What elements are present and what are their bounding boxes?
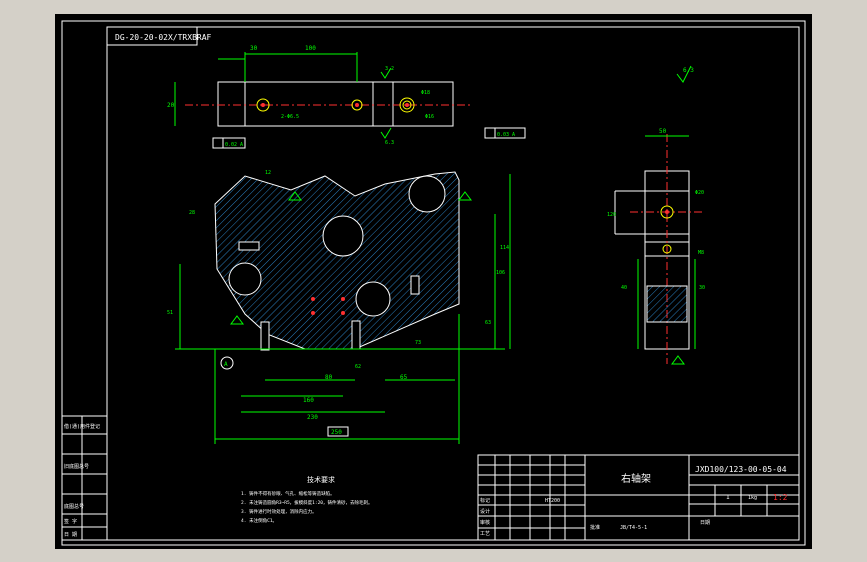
left-strip: 借(通)用件登记 旧底图总号 底图总号 签 字 日 期	[61, 415, 108, 541]
front-d3: 160	[303, 397, 314, 404]
strip-2: 旧底图总号	[64, 463, 89, 470]
note-1: 1. 铸件不得有砂眼、气孔、缩松等铸造缺陷。	[241, 490, 335, 497]
front-view: 250 230 160 80 65 62 73 63 106 114 51 12…	[167, 170, 511, 444]
side-h2: 30	[699, 285, 705, 291]
outer-border	[61, 20, 806, 546]
row-label-5: 日期	[700, 520, 710, 526]
row-label-2: 审核	[480, 519, 490, 526]
top-view: 30 100 20 Φ18 Φ16 2-Φ6.5 3.2 6.3	[167, 45, 470, 146]
front-d2: 230	[307, 414, 318, 421]
front-h4: 51	[167, 310, 173, 316]
title-block: 右轴架 JXD100/123-00-05-04 HT200 1 1kg 1:2 …	[477, 454, 800, 541]
top-dim-a: 30	[250, 45, 258, 52]
note-3: 3. 铸件进行时效处理，消除内应力。	[241, 508, 317, 515]
strip-4: 底图总号	[64, 503, 84, 510]
drawing-code: DG-20-20-02X/TRXBRAF	[115, 33, 212, 42]
top-dim-b: 100	[305, 45, 316, 52]
part-name: 右轴架	[621, 472, 651, 485]
side-h3: 120	[607, 212, 616, 218]
strip-6: 日 期	[64, 532, 77, 538]
notes-heading: 技术要求	[307, 475, 335, 484]
front-h6: 28	[189, 210, 195, 216]
side-view: 50 Φ20 M8 40 30 120	[607, 128, 705, 365]
technical-notes: 技术要求 1. 铸件不得有砂眼、气孔、缩松等铸造缺陷。 2. 未注铸造圆角R3~…	[241, 475, 373, 524]
drawing-code-box	[106, 26, 198, 46]
flatness: 0.02 A	[225, 142, 243, 148]
rough-right: 6.3	[683, 67, 694, 74]
front-h1: 63	[485, 320, 491, 326]
note-2: 2. 未注铸造圆角R3~R5，拔模斜度1:20，铸件清砂，去除毛刺。	[241, 499, 373, 506]
front-d7: 73	[415, 340, 421, 346]
std: JB/T4-5-1	[620, 525, 647, 531]
note-4: 4. 未注倒角C1。	[241, 517, 277, 524]
front-d6: 62	[355, 364, 361, 370]
mass: 1kg	[748, 495, 757, 501]
row-label-3: 工艺	[480, 531, 490, 537]
svg-text:A: A	[224, 361, 228, 368]
row-label-0: 标记	[480, 497, 490, 504]
phi-b: Φ16	[425, 114, 434, 120]
side-w: 50	[659, 128, 667, 135]
rough-a: 3.2	[385, 66, 394, 72]
front-h2: 106	[496, 270, 505, 276]
front-d1: 250	[331, 429, 342, 436]
rough-b: 6.3	[385, 140, 394, 146]
material: HT200	[545, 498, 560, 504]
phi-a: Φ18	[421, 90, 430, 96]
row-label-1: 设计	[480, 508, 490, 515]
side-m: M8	[698, 250, 704, 256]
cad-drawing-viewport[interactable]: DG-20-20-02X/TRXBRAF 借(通)用件登记 旧底图总号 底图总号…	[55, 14, 812, 549]
drawing-no: JXD100/123-00-05-04	[695, 465, 787, 474]
front-h3: 114	[500, 245, 509, 251]
tolerance-frames: 0.02 A 0.03 A	[212, 127, 526, 149]
front-h5: 12	[265, 170, 271, 176]
engineering-drawing: DG-20-20-02X/TRXBRAF 借(通)用件登记 旧底图总号 底图总号…	[61, 20, 806, 546]
scale: 1:2	[773, 493, 788, 502]
phi-c: 2-Φ6.5	[281, 114, 299, 120]
side-phi: Φ20	[695, 190, 704, 196]
strip-0: 借(通)用件登记	[64, 423, 100, 430]
side-h1: 40	[621, 285, 627, 291]
front-d4: 80	[325, 374, 333, 381]
inner-border	[106, 26, 800, 541]
qty: 1	[726, 494, 730, 501]
strip-5: 签 字	[64, 518, 77, 525]
top-dim-h: 20	[167, 102, 175, 109]
front-d5: 65	[400, 374, 408, 381]
parallel: 0.03 A	[497, 132, 515, 138]
row-label-4: 批准	[590, 524, 600, 531]
